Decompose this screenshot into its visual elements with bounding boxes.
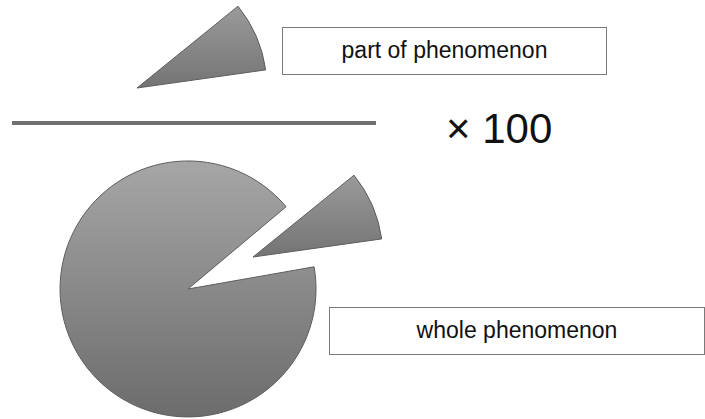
box-label: whole phenomenon bbox=[417, 318, 618, 343]
cut-wedge bbox=[253, 175, 382, 257]
box-label: part of phenomenon bbox=[342, 38, 548, 63]
part-wedge bbox=[137, 6, 266, 88]
multiplier-label: × 100 bbox=[446, 108, 552, 150]
fraction-bar bbox=[12, 121, 376, 125]
label-box: whole phenomenon bbox=[329, 307, 705, 355]
label-box: part of phenomenon bbox=[282, 27, 607, 75]
whole-pie bbox=[60, 161, 316, 417]
